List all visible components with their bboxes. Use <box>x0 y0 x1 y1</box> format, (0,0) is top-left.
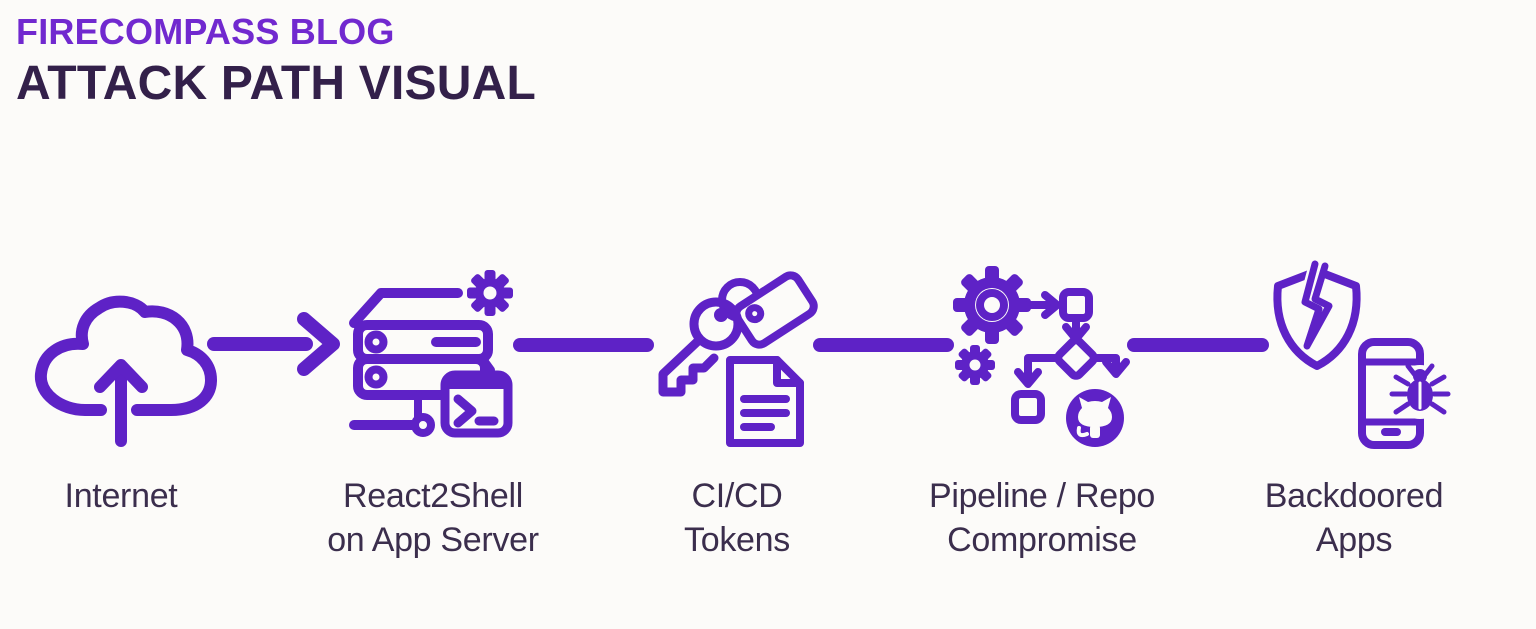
key-icon <box>658 297 743 397</box>
flow-arrow <box>207 312 340 376</box>
key-tag-document-icon <box>655 268 822 448</box>
stage-label: Internet <box>64 477 178 515</box>
server-shell-icon <box>349 268 535 440</box>
stage-label: CI/CD Tokens <box>684 477 790 559</box>
server-roof <box>349 288 463 328</box>
stage-label: Backdoored Apps <box>1264 477 1444 559</box>
broken-shield-phone-bug-icon <box>1262 257 1454 450</box>
stage-label: Pipeline / Repo Compromise <box>928 477 1156 559</box>
broken-shield-icon <box>1273 257 1361 370</box>
flowchart <box>1011 288 1130 424</box>
gear-large-icon <box>953 266 1031 344</box>
blog-kicker: FIRECOMPASS BLOG <box>16 11 395 52</box>
header: FIRECOMPASS BLOG ATTACK PATH VISUAL <box>16 10 536 111</box>
gear-icon <box>467 270 513 316</box>
server-tail <box>479 355 495 374</box>
terminal-icon <box>440 370 513 438</box>
network-node <box>411 413 435 437</box>
prompt-chevron <box>453 394 477 428</box>
document-icon <box>726 356 804 447</box>
crack <box>1301 260 1333 350</box>
github-icon <box>1066 389 1124 447</box>
gear-small-icon <box>955 345 995 385</box>
page-title: ATTACK PATH VISUAL <box>16 57 536 111</box>
gears-pipeline-github-icon <box>950 266 1130 448</box>
tag-icon <box>732 271 818 349</box>
stage-label: React2Shell on App Server <box>327 477 539 559</box>
cloud-upload-icon <box>33 292 217 447</box>
bug-icon <box>1389 363 1451 419</box>
